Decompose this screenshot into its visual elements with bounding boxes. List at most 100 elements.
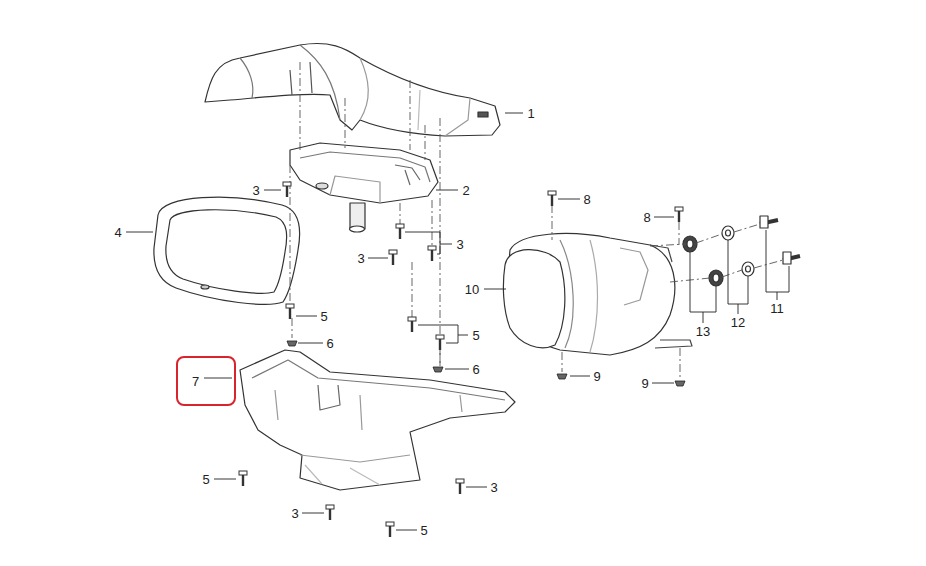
callout-anchor: 12 (731, 313, 745, 331)
washers (746, 266, 751, 272)
callout-number: 11 (770, 301, 784, 316)
lower-cover (240, 350, 515, 490)
lower-cover (300, 455, 410, 462)
callout-number: 5 (320, 309, 327, 324)
screw (386, 522, 394, 537)
screw (548, 191, 556, 206)
leader-lines (466, 487, 487, 488)
meter-assembly (290, 143, 438, 232)
assembly-lines (400, 203, 401, 226)
leader-lines (690, 252, 716, 323)
screw-head (386, 522, 394, 526)
callout-anchor: 3 (252, 181, 259, 199)
screw (396, 224, 404, 239)
leader-lines (204, 378, 232, 379)
meter-assembly (300, 152, 430, 182)
callout-anchor: 13 (696, 322, 710, 340)
screw-head (456, 479, 464, 483)
lower-cover (252, 360, 505, 400)
clip (675, 381, 685, 386)
callout-number: 9 (641, 376, 648, 391)
leader-lines (298, 343, 323, 344)
screw-shank (411, 321, 413, 332)
assembly-lines (679, 222, 680, 245)
assembly-lines (432, 200, 433, 250)
leader-lines (505, 113, 523, 114)
leader-lines (296, 316, 317, 317)
assembly-lines (552, 205, 553, 240)
screw-shank (242, 475, 244, 486)
callout-anchor: 5 (202, 470, 209, 488)
headlight-bezel (154, 197, 300, 304)
clip (287, 341, 297, 346)
callout-anchor: 8 (583, 190, 590, 208)
leader-lines (654, 217, 674, 218)
clip (433, 367, 443, 372)
screw-shank (289, 308, 291, 319)
screw-shank (459, 483, 461, 494)
screw-head (239, 471, 247, 475)
callout-number: 5 (420, 523, 427, 538)
top-cover (418, 90, 420, 130)
leader-lines (264, 190, 281, 191)
callout-anchor: 3 (291, 504, 298, 522)
assembly-lines (425, 125, 426, 160)
screw-head (396, 224, 404, 228)
top-cover (205, 43, 500, 136)
clip (557, 374, 567, 379)
callout-number: 3 (357, 251, 364, 266)
lower-cover (275, 390, 462, 430)
fasteners (239, 182, 685, 537)
callout-number: 5 (202, 472, 209, 487)
screw (428, 246, 436, 261)
top-cover (240, 58, 253, 98)
callout-number: 6 (326, 336, 333, 351)
assembly-lines (412, 262, 413, 320)
leader-lines (418, 325, 468, 343)
screw-head (326, 505, 334, 509)
meter-assembly (330, 176, 380, 203)
washers (722, 226, 734, 240)
washers (742, 262, 754, 276)
meter-assembly (290, 143, 438, 203)
callout-number: 3 (490, 480, 497, 495)
callout-number: 4 (114, 225, 121, 240)
callout-anchor: 3 (456, 235, 463, 253)
headlight-unit (650, 245, 692, 348)
parts (154, 43, 800, 490)
screw (283, 182, 291, 197)
leader-lines (126, 232, 153, 233)
assembly-lines (562, 352, 563, 372)
callout-anchor: 9 (641, 374, 648, 392)
leader-lines (405, 232, 452, 254)
washers (683, 216, 800, 286)
assembly-lines (650, 224, 760, 246)
callout-anchor: 2 (462, 181, 469, 199)
screw-head (389, 250, 397, 254)
callout-anchor: 3 (357, 249, 364, 267)
top-cover (445, 98, 470, 136)
leader-lines (652, 383, 674, 384)
callout-anchor: 5 (420, 521, 427, 539)
headlight-bezel (201, 285, 209, 289)
washers (709, 270, 723, 286)
callout-anchor: 5 (472, 326, 479, 344)
leader-lines (558, 199, 580, 200)
callout-number: 3 (252, 183, 259, 198)
leader-lines (766, 230, 789, 300)
assembly-lines (410, 80, 411, 150)
screw-shank (439, 339, 441, 350)
leader-lines (214, 479, 236, 480)
screw-shank (389, 526, 391, 537)
callout-anchor: 8 (643, 208, 650, 226)
meter-assembly (350, 203, 365, 229)
callout-anchor: 5 (320, 307, 327, 325)
headlight-unit (620, 248, 648, 305)
leader-lines (368, 258, 388, 259)
screw (286, 304, 294, 319)
top-cover (360, 58, 368, 120)
leader-lines (126, 113, 789, 530)
leader-lines (396, 530, 417, 531)
